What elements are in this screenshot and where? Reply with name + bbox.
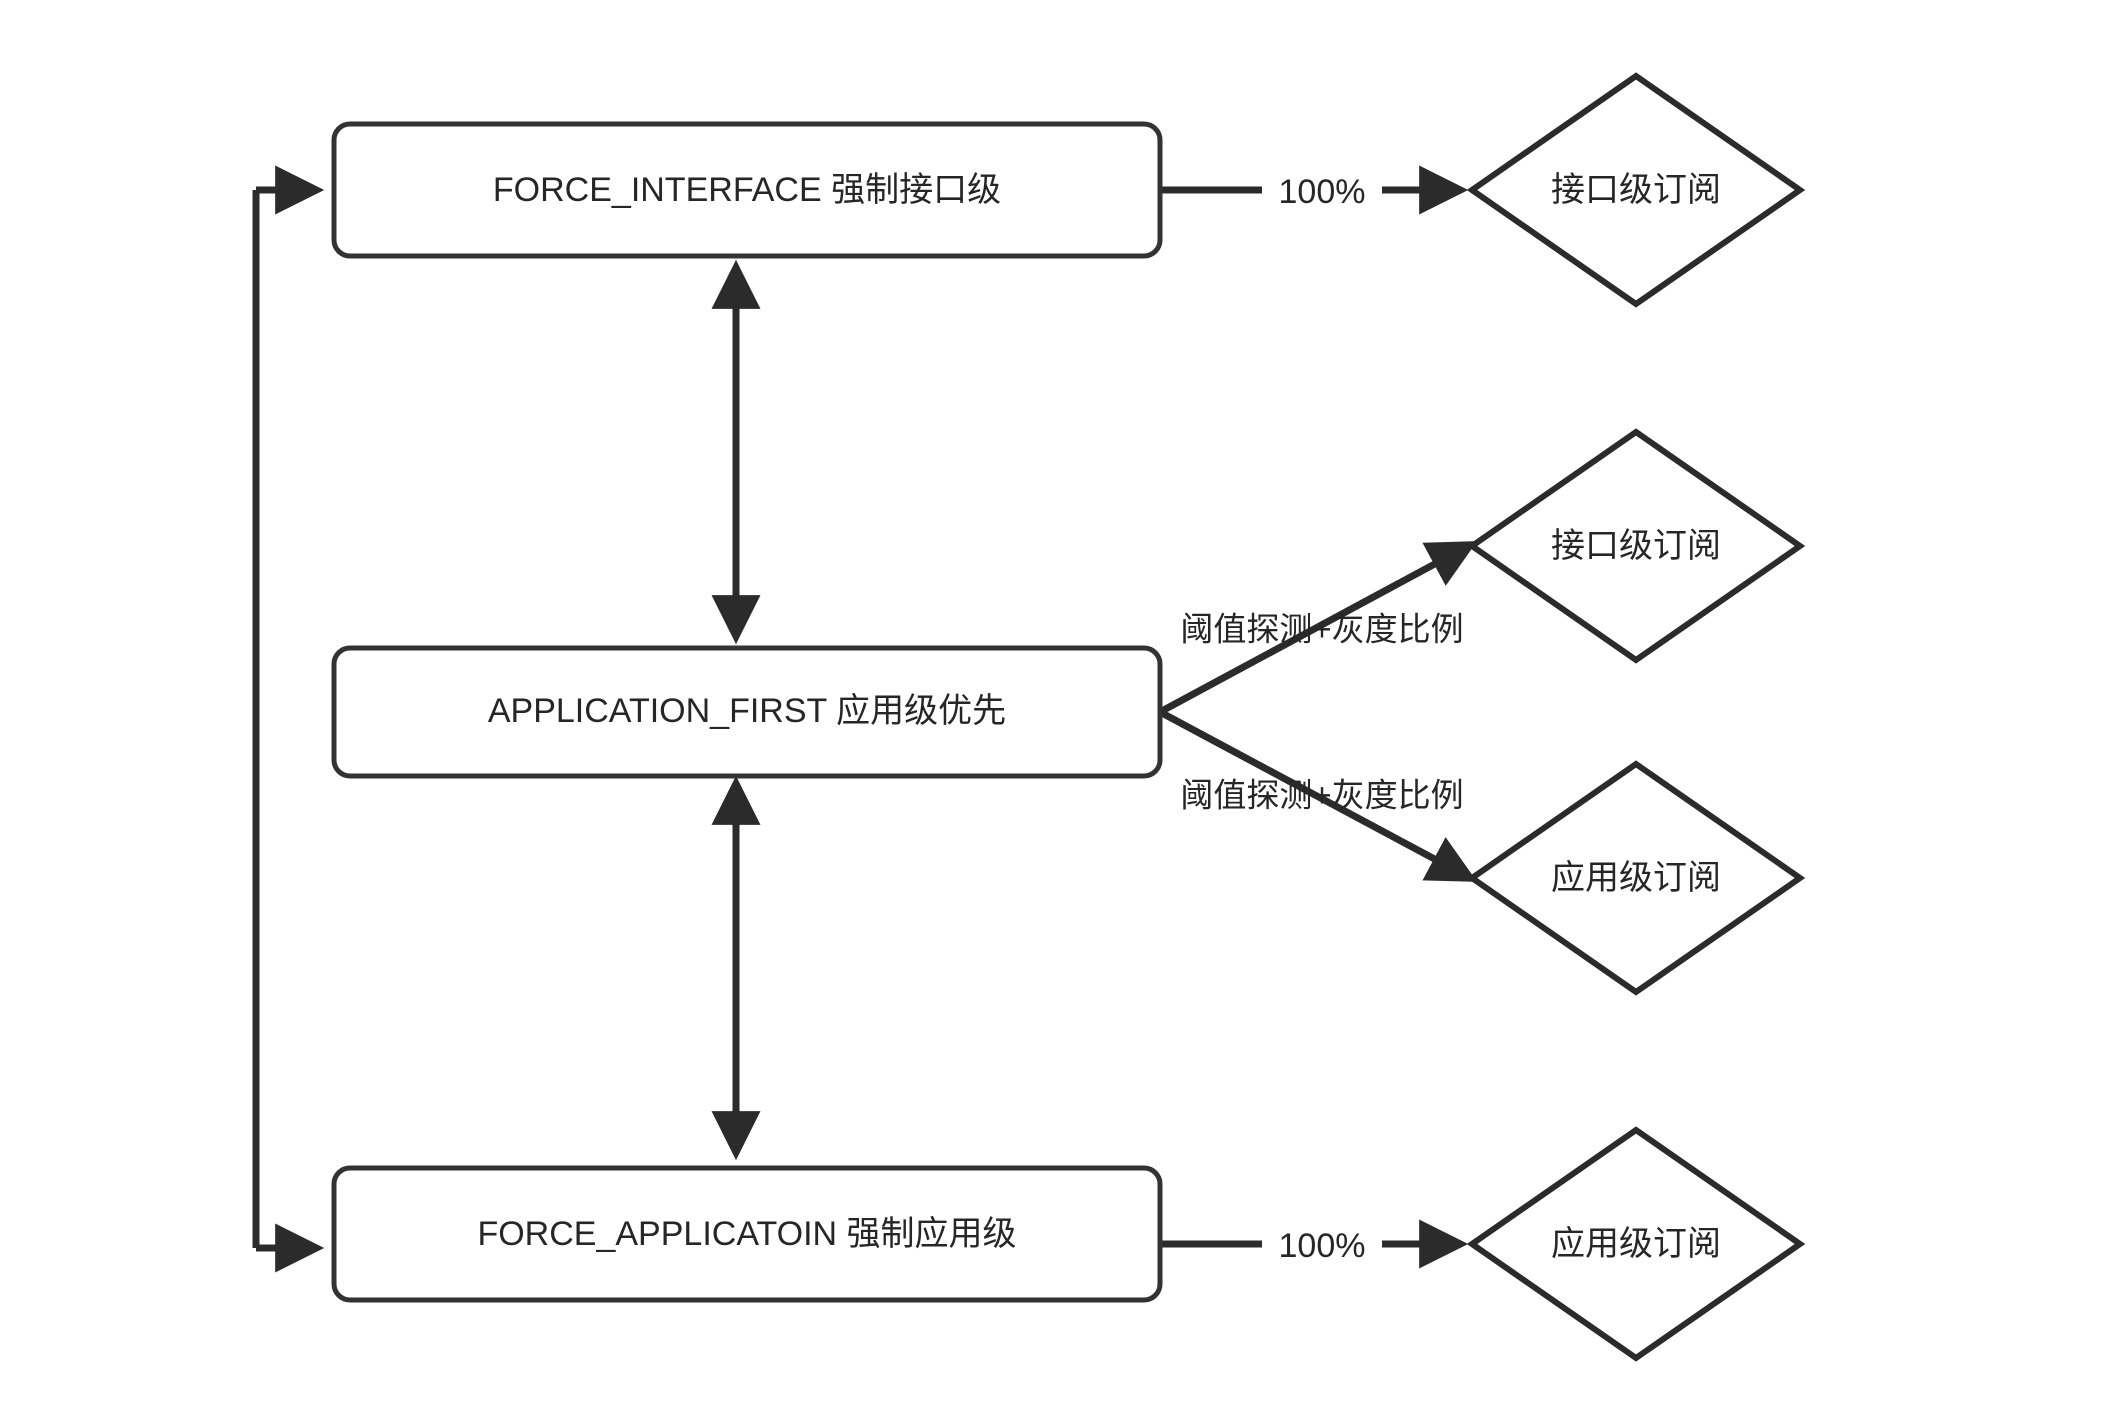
- branch-lower-line: [1158, 708, 1478, 882]
- feedback-loop-bus: [252, 165, 325, 1273]
- node-force-interface[interactable]: FORCE_INTERFACE 强制接口级: [331, 121, 1163, 259]
- edge-label-application-100: 100%: [1279, 1227, 1366, 1265]
- node-application-subscription-bottom-label: 应用级订阅: [1551, 1225, 1721, 1263]
- node-force-interface-box[interactable]: [331, 121, 1163, 259]
- node-application-subscription-mid-label: 应用级订阅: [1551, 859, 1721, 897]
- node-force-application-label: FORCE_APPLICATOIN 强制应用级: [477, 1215, 1016, 1253]
- node-interface-subscription-top[interactable]: 接口级订阅: [1466, 72, 1806, 308]
- node-interface-subscription-mid[interactable]: 接口级订阅: [1466, 428, 1806, 664]
- edge-label-threshold-gray-upper: 阈值探测+灰度比例: [1180, 611, 1463, 648]
- node-interface-subscription-top-shape[interactable]: [1466, 72, 1806, 308]
- node-application-first-label: APPLICATION_FIRST 应用级优先: [488, 692, 1006, 730]
- branch-upper-line: [1158, 541, 1478, 716]
- node-application-subscription-mid-shape[interactable]: [1466, 760, 1806, 996]
- node-force-application-box[interactable]: [331, 1165, 1163, 1303]
- edge-application-first-to-interface-subscription: [1158, 541, 1478, 716]
- node-application-subscription-mid[interactable]: 应用级订阅: [1466, 760, 1806, 996]
- node-interface-subscription-mid-shape[interactable]: [1466, 428, 1806, 664]
- node-force-interface-label: FORCE_INTERFACE 强制接口级: [493, 171, 1001, 209]
- edge-label-interface-100: 100%: [1279, 173, 1366, 211]
- node-application-first-box[interactable]: [331, 645, 1163, 779]
- node-application-first[interactable]: APPLICATION_FIRST 应用级优先: [331, 645, 1163, 779]
- edge-label-threshold-gray-lower: 阈值探测+灰度比例: [1180, 777, 1463, 814]
- node-application-subscription-bottom[interactable]: 应用级订阅: [1466, 1126, 1806, 1362]
- edge-application-first-to-application-subscription: [1158, 708, 1478, 882]
- node-force-application[interactable]: FORCE_APPLICATOIN 强制应用级: [331, 1165, 1163, 1303]
- node-interface-subscription-mid-label: 接口级订阅: [1551, 527, 1721, 565]
- node-interface-subscription-top-label: 接口级订阅: [1551, 171, 1721, 209]
- node-application-subscription-bottom-shape[interactable]: [1466, 1126, 1806, 1362]
